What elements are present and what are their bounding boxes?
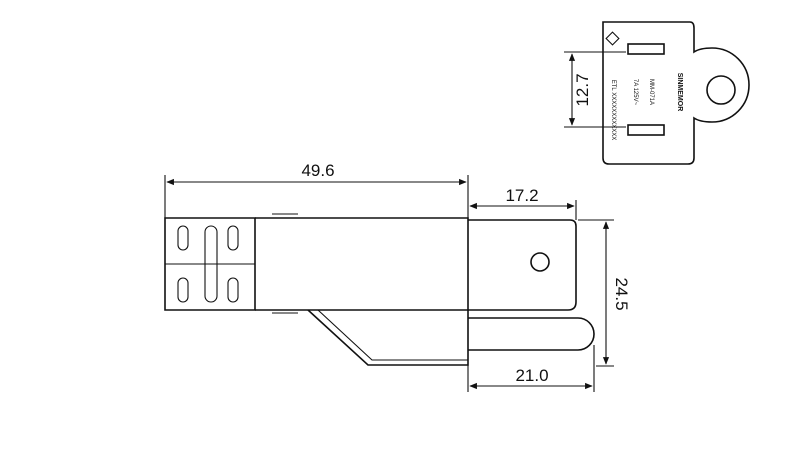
plug-body <box>255 217 469 311</box>
blade-hole <box>530 252 550 272</box>
face-rating: 7A 125V~ <box>632 79 638 106</box>
height-label: 24.5 <box>612 277 631 310</box>
dim-ground-pin-length: 21.0 <box>467 345 595 392</box>
dim-overall-length: 49.6 <box>164 161 469 218</box>
ground-wedge <box>307 309 469 366</box>
dim-blade-spacing: 12.7 <box>564 51 626 128</box>
grip-slot <box>177 225 189 251</box>
hanging-hole <box>706 75 736 105</box>
face-slot-top <box>627 43 665 55</box>
flat-blade <box>468 219 577 311</box>
dim-blade-length: 17.2 <box>469 186 577 220</box>
plug-face-view: SINMEMOR MM-071A 7A 125V~ ETL XXXXXXXXXX… <box>602 21 750 165</box>
grip-slot <box>177 277 189 303</box>
face-cert: ETL XXXXXXXXXXXX <box>610 80 616 140</box>
face-model: MM-071A <box>648 79 654 105</box>
face-outline <box>602 21 750 165</box>
blade-length-label: 17.2 <box>505 186 538 205</box>
plug-side-view <box>164 213 595 366</box>
ground-pin-length-label: 21.0 <box>515 366 548 385</box>
ground-wedge-inner <box>317 309 468 361</box>
grip-slot <box>227 277 239 303</box>
cert-mark-icon <box>605 31 620 46</box>
ground-pin <box>468 317 595 351</box>
face-brand: SINMEMOR <box>676 73 683 112</box>
face-slot-bottom <box>627 124 665 136</box>
blade-spacing-label: 12.7 <box>573 73 592 106</box>
grip-slot <box>227 225 239 251</box>
overall-length-label: 49.6 <box>301 161 334 180</box>
dim-height: 24.5 <box>578 219 631 367</box>
